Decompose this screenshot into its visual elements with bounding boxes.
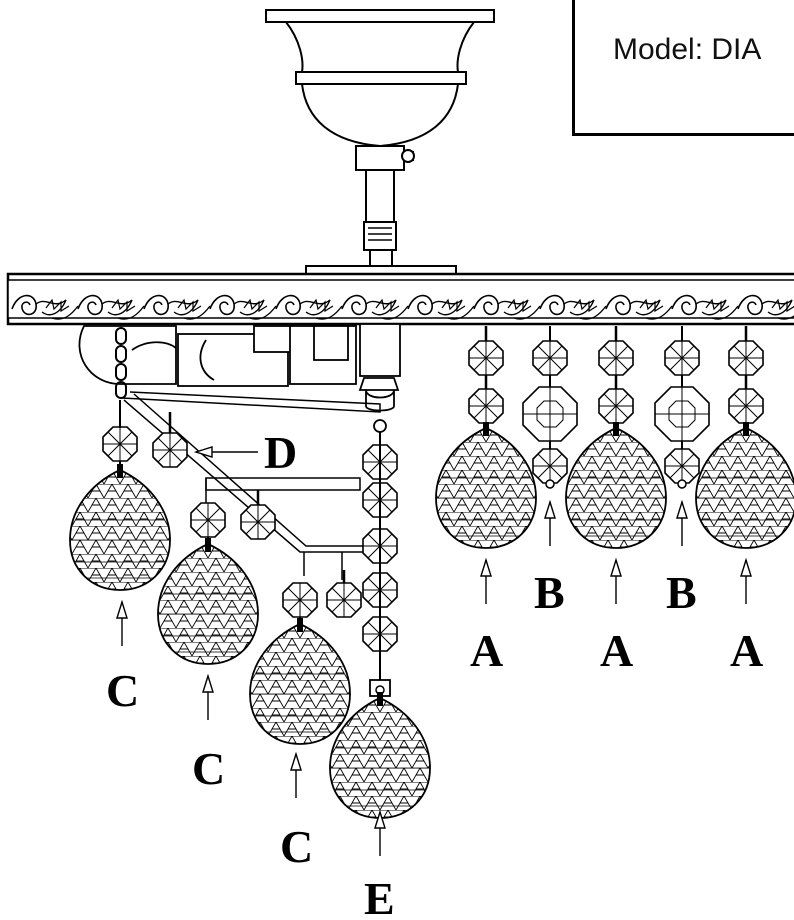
label-d: D [264, 427, 297, 478]
crystal-drop-a2 [565, 326, 667, 549]
label-a-3: A [730, 625, 763, 676]
crystal-strand-e [329, 419, 431, 819]
socket-housing [78, 323, 401, 412]
label-c-1: C [106, 665, 139, 716]
crystal-strand-b1 [522, 326, 578, 489]
label-b-2: B [666, 567, 697, 618]
frame-band [6, 272, 794, 326]
label-a-2: A [600, 625, 633, 676]
label-c-3: C [280, 821, 313, 872]
crystal-bead-d [152, 412, 188, 468]
arrow-d [193, 446, 258, 458]
label-e: E [364, 873, 395, 920]
crystal-drop-c3 [249, 570, 362, 745]
label-a-1: A [470, 625, 503, 676]
crystal-drop-c2 [157, 490, 276, 665]
crystal-drop-c1 [69, 400, 171, 591]
callout-arrows [116, 446, 752, 857]
crystal-drop-a3 [695, 326, 794, 549]
crystal-drop-a1 [435, 326, 537, 549]
hanging-chain [115, 327, 127, 399]
down-rod [305, 169, 457, 275]
label-c-2: C [192, 743, 225, 794]
crystal-strand-b2 [654, 326, 710, 489]
label-b-1: B [534, 567, 565, 618]
model-info-box: Model: DIA [572, 0, 794, 136]
ceiling-canopy [265, 9, 495, 171]
model-label: Model: DIA [613, 33, 762, 66]
